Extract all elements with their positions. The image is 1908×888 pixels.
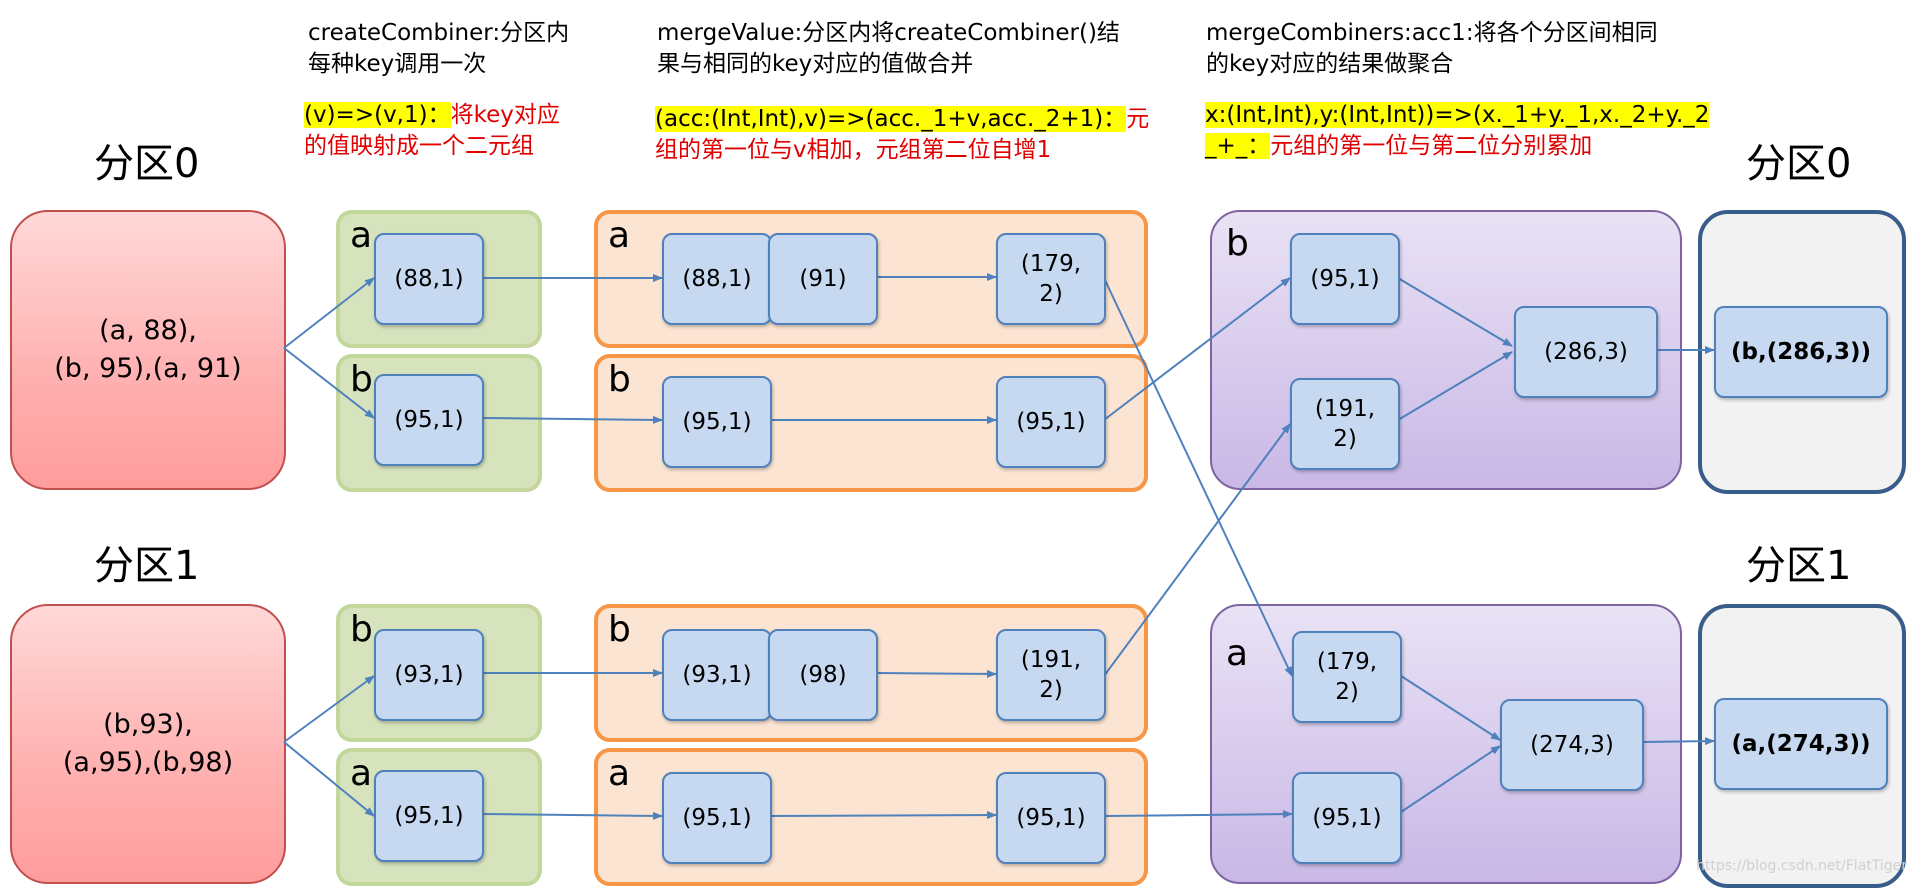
merge-node-a1-result: (95,1): [996, 772, 1106, 864]
combine-node-b-result: (286,3): [1514, 306, 1658, 398]
merge-combiners-header: mergeCombiners:acc1:将各个分区间相同 的key对应的结果做聚…: [1206, 20, 1658, 77]
merge-node-b0-acc: (95,1): [662, 376, 772, 468]
right-partition-1-title: 分区1: [1746, 543, 1852, 589]
merge-value-desc-1: 元: [1126, 106, 1150, 132]
create-combiner-desc-1: 将key对应: [450, 102, 560, 128]
right-partition-0-title: 分区0: [1746, 141, 1852, 187]
output-node-b: (b,(286,3)): [1714, 306, 1888, 398]
left-partition-1-title: 分区1: [94, 543, 200, 589]
group-key-label: b: [608, 609, 631, 650]
merge-value-annotation: (acc:(Int,Int),v)=>(acc._1+v,acc._2+1)：元…: [655, 104, 1149, 166]
merge-combiners-code-2: _+_：: [1205, 133, 1271, 159]
merge-node-a0-result: (179, 2): [996, 233, 1106, 325]
merge-node-b0-result: (95,1): [996, 376, 1106, 468]
group-key-label: b: [350, 609, 373, 650]
output-node-a: (a,(274,3)): [1714, 698, 1888, 790]
merge-combiners-annotation: x:(Int,Int),y:(Int,Int))=>(x._1+y._1,x._…: [1205, 100, 1710, 162]
merge-combiners-code-1: x:(Int,Int),y:(Int,Int))=>(x._1+y._1,x._…: [1205, 102, 1710, 128]
watermark: https://blog.csdn.net/FlatTiger: [1696, 858, 1908, 874]
combiner-node-b-93: (93,1): [374, 629, 484, 721]
combine-node-a-result: (274,3): [1500, 699, 1644, 791]
combine-node-a-95: (95,1): [1292, 772, 1402, 864]
combine-node-b-95: (95,1): [1290, 233, 1400, 325]
merge-node-b1-acc: (93,1): [662, 629, 772, 721]
merge-value-header: mergeValue:分区内将createCombiner()结 果与相同的ke…: [657, 20, 1120, 77]
merge-node-a1-acc: (95,1): [662, 772, 772, 864]
source-partition-1: (b,93), (a,95),(b,98): [10, 604, 286, 884]
group-key-label: b: [1226, 223, 1249, 264]
merge-value-code: (acc:(Int,Int),v)=>(acc._1+v,acc._2+1)：: [655, 106, 1127, 132]
create-combiner-annotation: (v)=>(v,1)：将key对应 的值映射成一个二元组: [304, 100, 560, 162]
combine-node-b-191: (191, 2): [1290, 378, 1400, 470]
group-key-label: a: [350, 215, 373, 256]
combine-node-a-179: (179, 2): [1292, 631, 1402, 723]
merge-node-b1-result: (191, 2): [996, 629, 1106, 721]
merge-node-b1-value: (98): [768, 629, 878, 721]
merge-node-a0-acc: (88,1): [662, 233, 772, 325]
combiner-node-a-88: (88,1): [374, 233, 484, 325]
combiner-node-a-95: (95,1): [374, 770, 484, 862]
merge-node-a0-value: (91): [768, 233, 878, 325]
group-key-label: b: [350, 359, 373, 400]
source-partition-0: (a, 88), (b, 95),(a, 91): [10, 210, 286, 490]
create-combiner-code: (v)=>(v,1)：: [304, 102, 451, 128]
group-key-label: b: [608, 359, 631, 400]
group-key-label: a: [608, 215, 631, 256]
group-key-label: a: [1226, 633, 1249, 674]
merge-value-desc-2: 组的第一位与v相加，元组第二位自增1: [655, 137, 1052, 163]
merge-combiners-desc: 元组的第一位与第二位分别累加: [1270, 133, 1593, 159]
group-key-label: a: [608, 753, 631, 794]
left-partition-0-title: 分区0: [94, 141, 200, 187]
create-combiner-header: createCombiner:分区内 每种key调用一次: [308, 20, 570, 77]
group-key-label: a: [350, 753, 373, 794]
create-combiner-desc-2: 的值映射成一个二元组: [304, 133, 534, 159]
combiner-node-b-95: (95,1): [374, 374, 484, 466]
